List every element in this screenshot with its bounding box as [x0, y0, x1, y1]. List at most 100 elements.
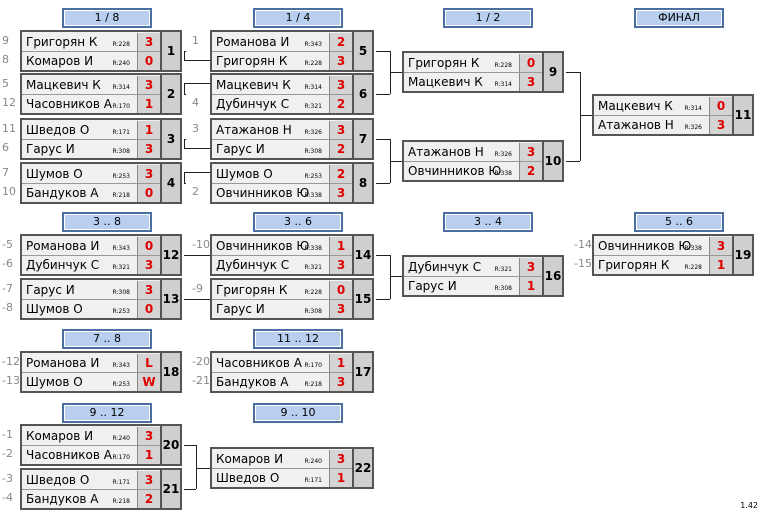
player-name: Романова И — [26, 356, 100, 370]
seed-label: 4 — [192, 96, 199, 109]
player-rating: R:171 — [112, 479, 130, 486]
match-number: 1 — [160, 30, 182, 72]
seed-label: -3 — [2, 472, 13, 485]
player-name: Гарус И — [26, 283, 75, 297]
connector-line — [566, 161, 580, 162]
connector-line — [376, 51, 390, 52]
connector-line — [390, 72, 402, 73]
match-number: 17 — [352, 351, 374, 393]
connector-line — [184, 83, 210, 84]
player-score: 3 — [137, 281, 160, 299]
player-name: Комаров И — [26, 54, 94, 68]
connector-line — [390, 255, 391, 299]
row-separator — [22, 299, 160, 300]
player-rating: R:253 — [112, 308, 130, 315]
seed-label: 7 — [2, 166, 9, 179]
player-name: Шведов О — [26, 123, 90, 137]
round-header: 3 .. 6 — [253, 212, 343, 232]
player-score: 3 — [137, 165, 160, 183]
round-header: 5 .. 6 — [634, 212, 724, 232]
seed-label: -20 — [192, 355, 210, 368]
player-score: 2 — [329, 165, 352, 183]
player-rating: R:170 — [112, 103, 130, 110]
player-rating: R:338 — [494, 170, 512, 177]
round-header: ФИНАЛ — [634, 8, 724, 28]
connector-line — [184, 94, 186, 95]
row-separator — [22, 255, 160, 256]
player-rating: R:253 — [112, 381, 130, 388]
seed-label: -8 — [2, 301, 13, 314]
seed-label: 8 — [2, 53, 9, 66]
seed-label: 2 — [192, 185, 199, 198]
player-rating: R:253 — [112, 173, 130, 180]
player-name: Дубинчук С — [26, 258, 100, 272]
player-rating: R:321 — [494, 266, 512, 273]
player-name: Бандуков А — [26, 492, 99, 506]
player-name: Часовников А — [26, 448, 112, 462]
round-header: 9 .. 12 — [62, 403, 152, 423]
player-rating: R:253 — [304, 173, 322, 180]
player-score: 0 — [519, 54, 542, 72]
player-score: 1 — [709, 256, 732, 274]
seed-label: -14 — [574, 238, 592, 251]
player-rating: R:170 — [304, 362, 322, 369]
row-separator — [212, 51, 352, 52]
player-name: Часовников А — [26, 97, 112, 111]
player-name: Гарус И — [408, 279, 457, 293]
player-name: Овчинников Ю — [598, 239, 692, 253]
connector-line — [196, 445, 197, 489]
player-name: Шведов О — [26, 473, 90, 487]
player-name: Романова И — [26, 239, 100, 253]
player-name: Часовников А — [216, 356, 302, 370]
player-rating: R:240 — [304, 458, 322, 465]
player-name: Григорян К — [216, 283, 288, 297]
match-number: 10 — [542, 140, 564, 182]
player-name: Мацкевич К — [216, 78, 291, 92]
player-rating: R:343 — [112, 245, 130, 252]
row-separator — [212, 468, 352, 469]
player-name: Григорян К — [598, 258, 670, 272]
player-rating: R:171 — [112, 129, 130, 136]
seed-label: 6 — [2, 141, 9, 154]
connector-line — [376, 183, 390, 184]
row-separator — [22, 94, 160, 95]
seed-label: 11 — [2, 122, 16, 135]
row-separator — [212, 139, 352, 140]
player-score: 3 — [709, 116, 732, 134]
player-score: 0 — [709, 97, 732, 115]
connector-line — [376, 299, 390, 300]
match-number: 9 — [542, 51, 564, 93]
player-score: 0 — [137, 184, 160, 202]
player-rating: R:338 — [304, 192, 322, 199]
player-score: 3 — [329, 52, 352, 70]
player-name: Шведов О — [216, 471, 280, 485]
row-separator — [212, 183, 352, 184]
